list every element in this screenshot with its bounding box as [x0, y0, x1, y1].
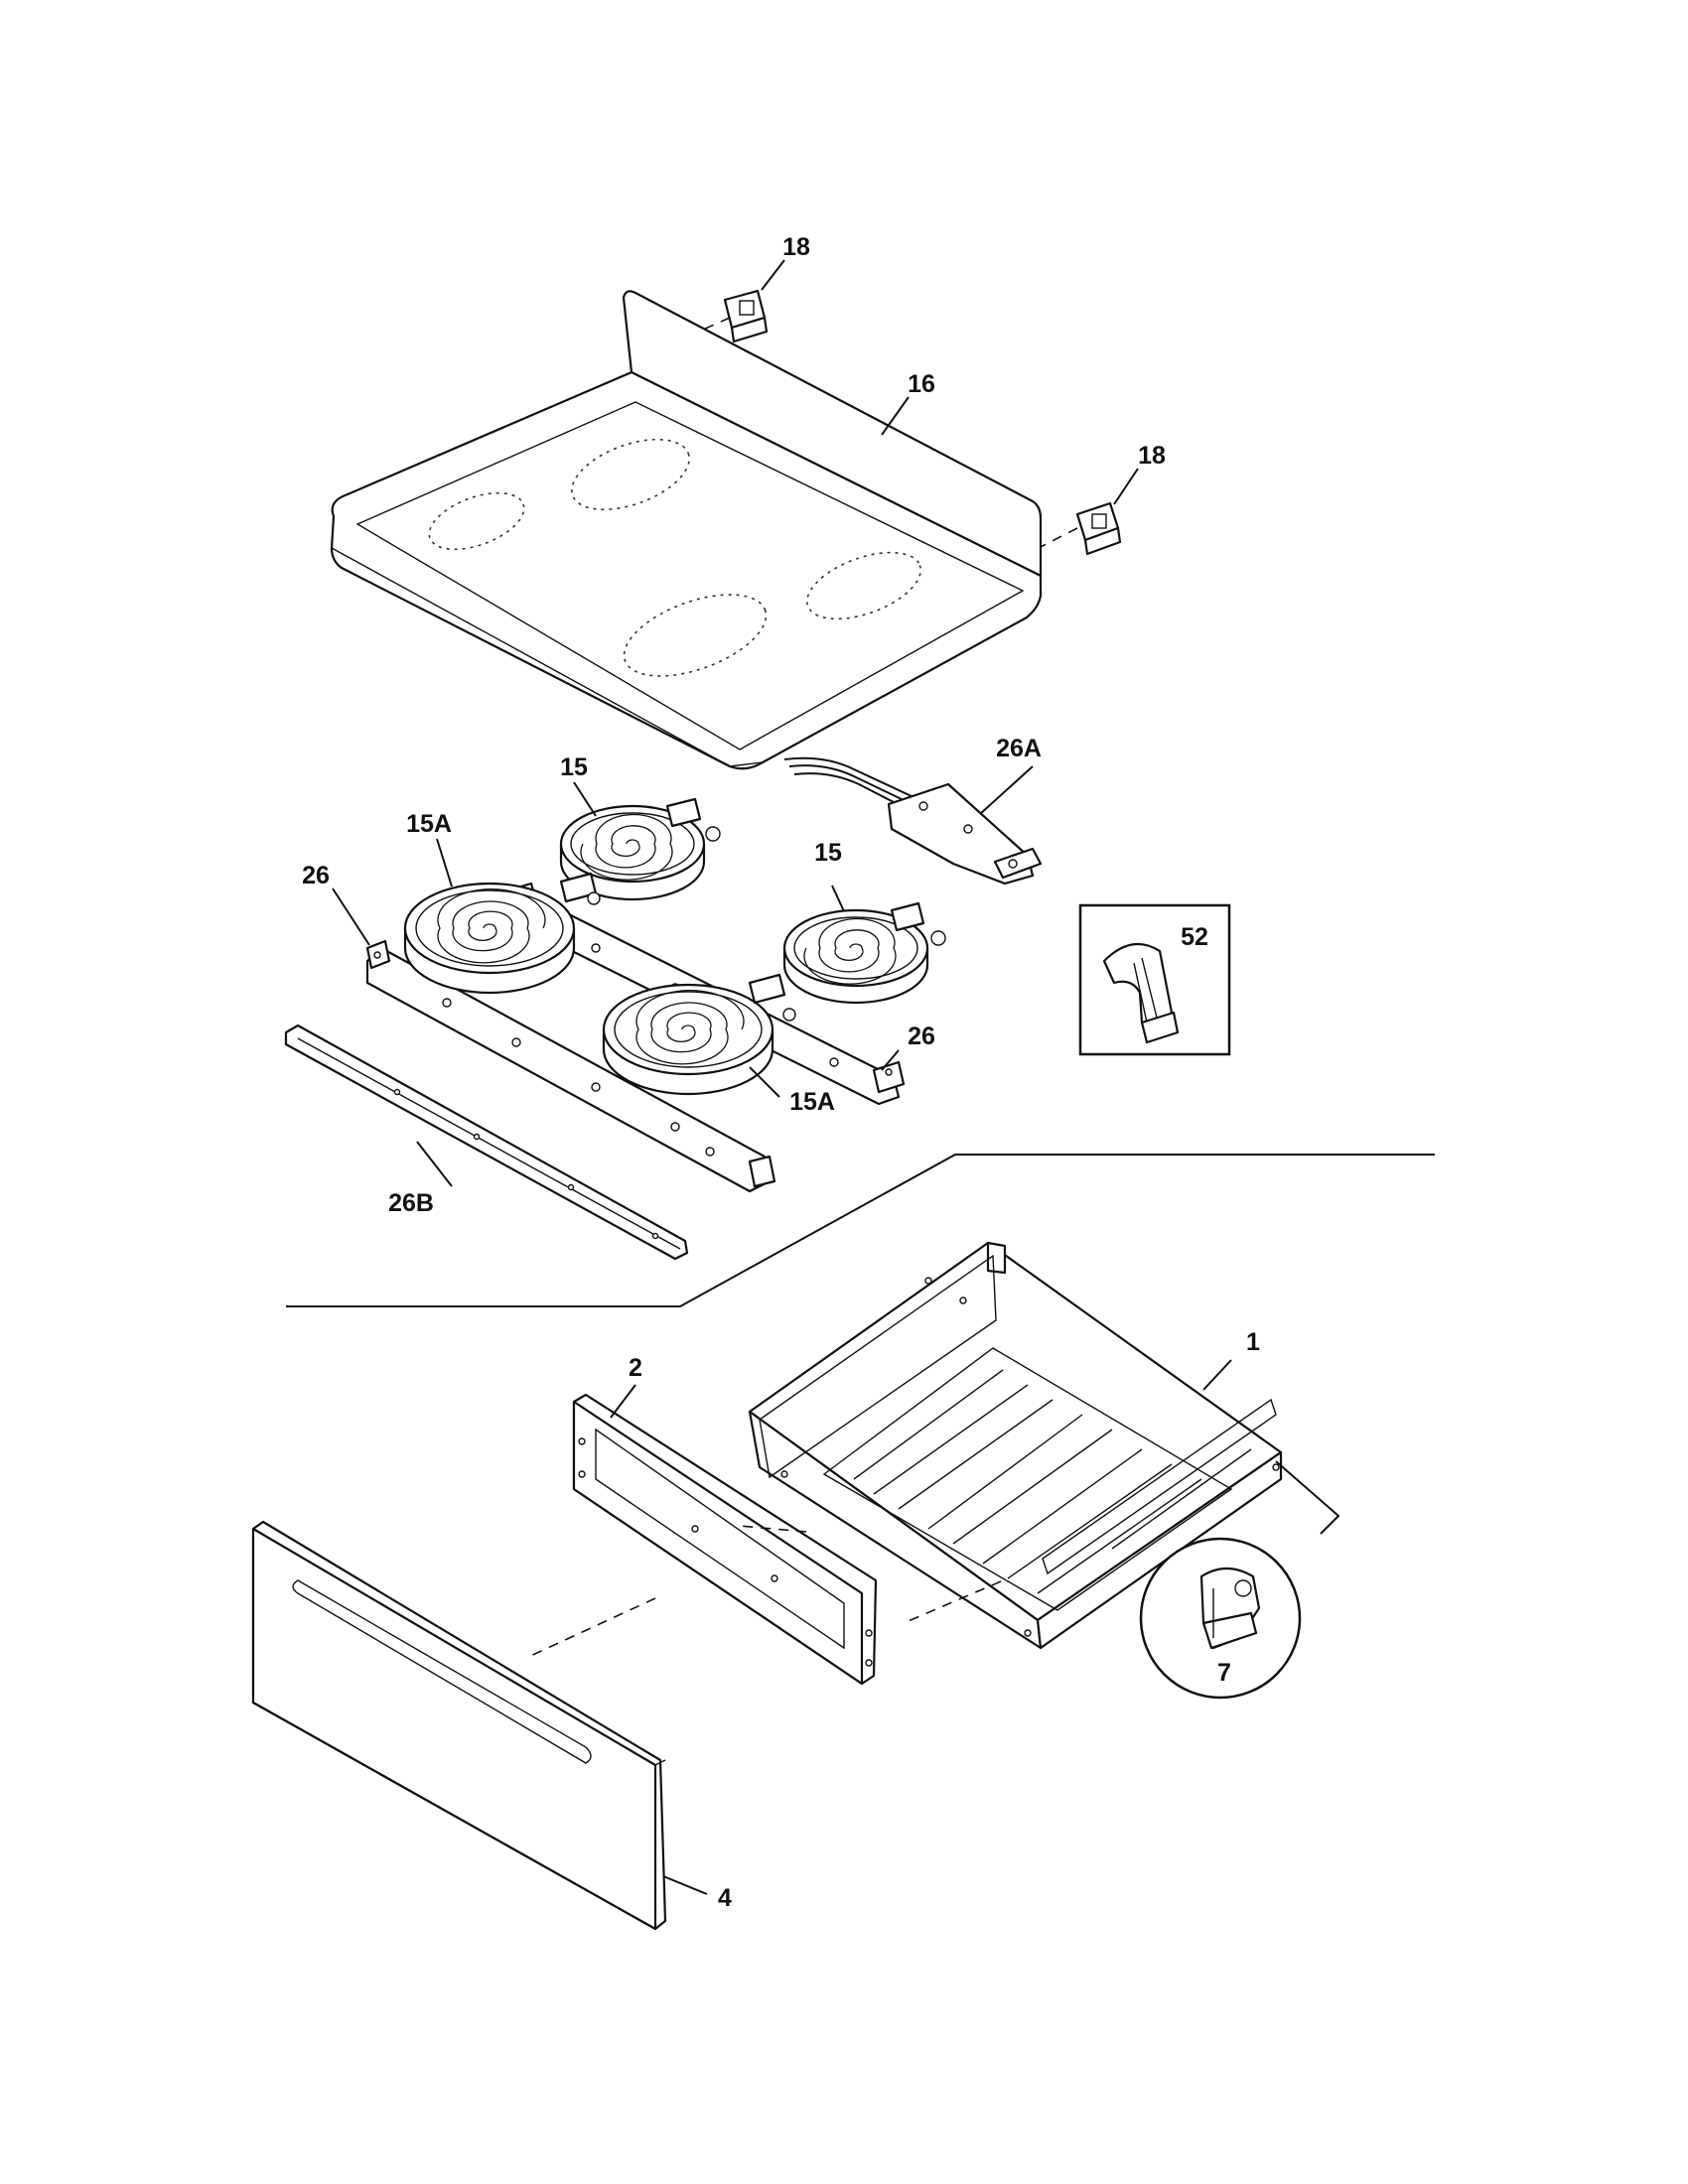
burner-15A-bottom [602, 973, 796, 1096]
drawer-box-1 [748, 1241, 1283, 1650]
callout-15-right: 15 [814, 839, 842, 867]
burner-15-top [559, 797, 721, 901]
callout-26A: 26A [996, 735, 1042, 762]
drawer-frame-2 [572, 1393, 878, 1686]
alignment-dash-1 [739, 1525, 807, 1533]
bracket-18-right [1075, 501, 1122, 556]
callout-15A-bottom: 15A [789, 1088, 835, 1116]
callout-1: 1 [1246, 1328, 1260, 1356]
trim-strip-26B [284, 1024, 689, 1261]
bracket-26-left [365, 939, 776, 1193]
callout-18-right: 18 [1138, 442, 1166, 470]
callout-18-top: 18 [782, 233, 810, 261]
callout-26-left: 26 [302, 862, 330, 889]
callout-16: 16 [908, 370, 935, 398]
drawer-panel-4 [251, 1520, 667, 1931]
leader-lines [332, 259, 1232, 1895]
callout-26-right: 26 [908, 1023, 935, 1050]
wire-harness-26A [783, 756, 1043, 886]
callout-4: 4 [718, 1884, 732, 1912]
bracket-18-top [723, 289, 769, 343]
clip-52-inset [1078, 903, 1231, 1056]
callout-52: 52 [1181, 923, 1208, 951]
callout-labels: 18 16 18 26A 15 15A 26 15 52 26 15A 26B … [302, 233, 1260, 1912]
leader-7-connector [1275, 1460, 1340, 1535]
callout-15-top: 15 [560, 753, 588, 781]
section-divider-line [286, 1154, 1435, 1307]
burner-15A-left [403, 872, 601, 995]
alignment-dash-3 [525, 1597, 656, 1659]
callout-26B: 26B [388, 1189, 434, 1217]
cooktop-16 [330, 290, 1043, 770]
callout-7: 7 [1217, 1659, 1231, 1687]
callout-15A-left: 15A [406, 810, 452, 838]
clip-7-inset [1139, 1537, 1302, 1700]
burner-15-right [782, 901, 946, 1005]
callout-2: 2 [629, 1354, 642, 1382]
